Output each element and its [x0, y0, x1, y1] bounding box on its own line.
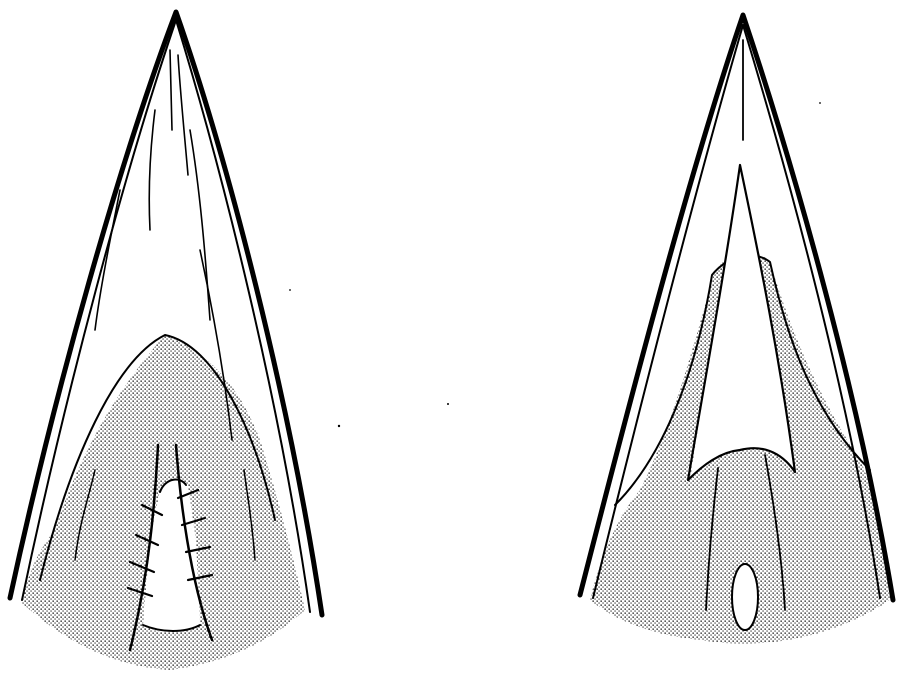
left-tip-streak-4: [190, 130, 210, 320]
speck-3: [289, 289, 291, 291]
speck-2: [447, 403, 449, 405]
left-panel: [10, 12, 322, 670]
left-tip-streak-2: [178, 55, 188, 175]
right-oval-opening: [732, 564, 758, 630]
speck-4: [819, 102, 821, 104]
left-tip-streak-3: [149, 110, 155, 230]
right-panel: [580, 15, 893, 644]
left-tip-streak-1: [170, 50, 172, 130]
speck-1: [338, 425, 340, 427]
